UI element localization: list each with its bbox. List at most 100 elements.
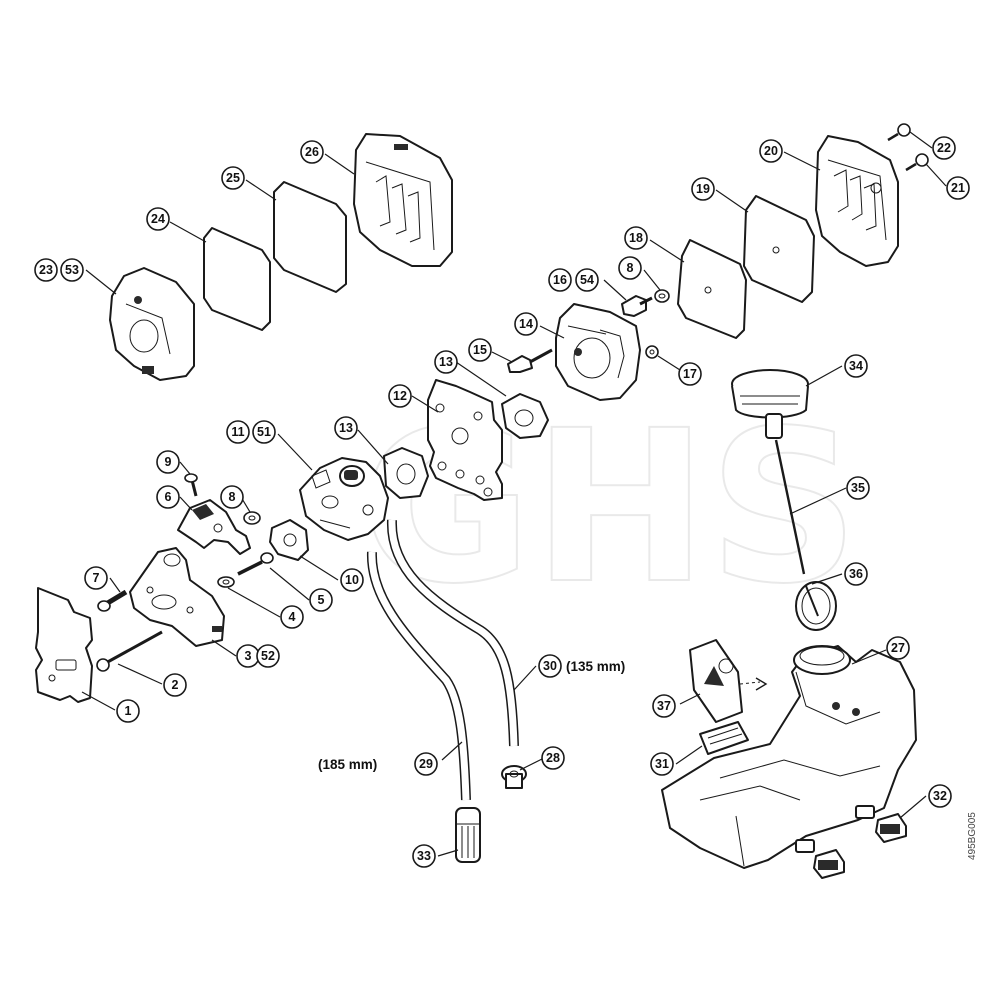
callout-34: 34 (844, 354, 868, 378)
svg-text:23: 23 (39, 263, 53, 277)
callout-13-upper: 13 (434, 350, 458, 374)
svg-text:35: 35 (851, 481, 865, 495)
part-29-fuel-hose (366, 551, 471, 801)
callout-15: 15 (468, 338, 492, 362)
part-5-screw (237, 552, 274, 576)
svg-text:27: 27 (891, 641, 905, 655)
svg-text:5: 5 (318, 593, 325, 607)
svg-text:29: 29 (419, 757, 433, 771)
part-14-filter-base (555, 303, 641, 401)
callout-1: 1 (116, 699, 140, 723)
callout-8-left: 8 (220, 485, 244, 509)
svg-text:21: 21 (951, 181, 965, 195)
svg-text:7: 7 (93, 571, 100, 585)
part-2-long-bolt (96, 630, 163, 672)
svg-text:54: 54 (580, 273, 594, 287)
part-12-plate (427, 379, 503, 501)
callout-52: 52 (256, 644, 280, 668)
callout-17: 17 (678, 362, 702, 386)
svg-text:32: 32 (933, 789, 947, 803)
part-22-screw (887, 123, 911, 142)
part-32-rubber-foot (875, 813, 907, 843)
svg-text:10: 10 (345, 573, 359, 587)
svg-text:22: 22 (937, 141, 951, 155)
part-13-gasket-upper (501, 393, 549, 439)
part-1-gasket (35, 587, 93, 703)
part-4-washer (217, 576, 235, 588)
dimension-hose-29: (185 mm) (318, 757, 377, 772)
part-26-filter-cover (353, 133, 453, 267)
callout-33: 33 (412, 844, 436, 868)
callout-36: 36 (844, 562, 868, 586)
callout-6: 6 (156, 485, 180, 509)
callout-20: 20 (759, 139, 783, 163)
callout-51: 51 (252, 420, 276, 444)
part-31-label-strip (699, 721, 749, 755)
svg-text:8: 8 (627, 261, 634, 275)
callout-16: 16 (548, 268, 572, 292)
callout-26: 26 (300, 140, 324, 164)
callout-30: 30 (538, 654, 562, 678)
svg-text:37: 37 (657, 699, 671, 713)
callout-31: 31 (650, 752, 674, 776)
part-20-filter-cover (815, 135, 899, 267)
callout-29: 29 (414, 752, 438, 776)
svg-text:3: 3 (245, 649, 252, 663)
part-32-rubber-foot (813, 849, 845, 879)
callout-18: 18 (624, 226, 648, 250)
callout-21: 21 (946, 176, 970, 200)
callout-4: 4 (280, 605, 304, 629)
callout-19: 19 (691, 177, 715, 201)
part-10-gasket (269, 519, 309, 561)
svg-text:34: 34 (849, 359, 863, 373)
svg-text:33: 33 (417, 849, 431, 863)
svg-text:2: 2 (172, 678, 179, 692)
callout-7: 7 (84, 566, 108, 590)
svg-text:53: 53 (65, 263, 79, 277)
svg-text:26: 26 (305, 145, 319, 159)
part-24-filter-element (203, 227, 271, 331)
callout-12: 12 (388, 384, 412, 408)
svg-text:28: 28 (546, 751, 560, 765)
svg-text:25: 25 (226, 171, 240, 185)
part-11-carburetor (299, 457, 389, 541)
callout-37: 37 (652, 694, 676, 718)
part-25-filter-element (273, 181, 347, 293)
svg-text:6: 6 (165, 490, 172, 504)
callout-54: 54 (575, 268, 599, 292)
callout-8-right: 8 (618, 256, 642, 280)
part-36-ring (795, 581, 837, 631)
callout-25: 25 (221, 166, 245, 190)
part-17-nut (645, 345, 659, 359)
part-35-retaining-cord (774, 439, 806, 575)
svg-text:17: 17 (683, 367, 697, 381)
part-9-small-screw (184, 473, 198, 497)
part-30-fuel-hose (386, 519, 519, 747)
svg-text:13: 13 (339, 421, 353, 435)
callout-5: 5 (309, 588, 333, 612)
part-23-filter-housing (109, 267, 195, 381)
callout-35: 35 (846, 476, 870, 500)
part-33-fuel-filter (455, 807, 481, 863)
svg-text:9: 9 (165, 455, 172, 469)
part-34-tank-cap (731, 369, 809, 439)
part-19-filter-element (743, 195, 815, 303)
part-18-filter-element (677, 239, 747, 339)
part-8-washer-right (654, 289, 670, 303)
svg-text:4: 4 (289, 610, 296, 624)
leader-lines (81, 131, 947, 857)
callout-13-lower: 13 (334, 416, 358, 440)
callout-9: 9 (156, 450, 180, 474)
svg-text:24: 24 (151, 212, 165, 226)
svg-text:13: 13 (439, 355, 453, 369)
part-6-bracket (177, 499, 251, 555)
callout-10: 10 (340, 568, 364, 592)
callout-3: 3 (236, 644, 260, 668)
callout-22: 22 (932, 136, 956, 160)
part-8-nut-left (243, 511, 261, 525)
callout-27: 27 (886, 636, 910, 660)
svg-text:16: 16 (553, 273, 567, 287)
svg-text:31: 31 (655, 757, 669, 771)
